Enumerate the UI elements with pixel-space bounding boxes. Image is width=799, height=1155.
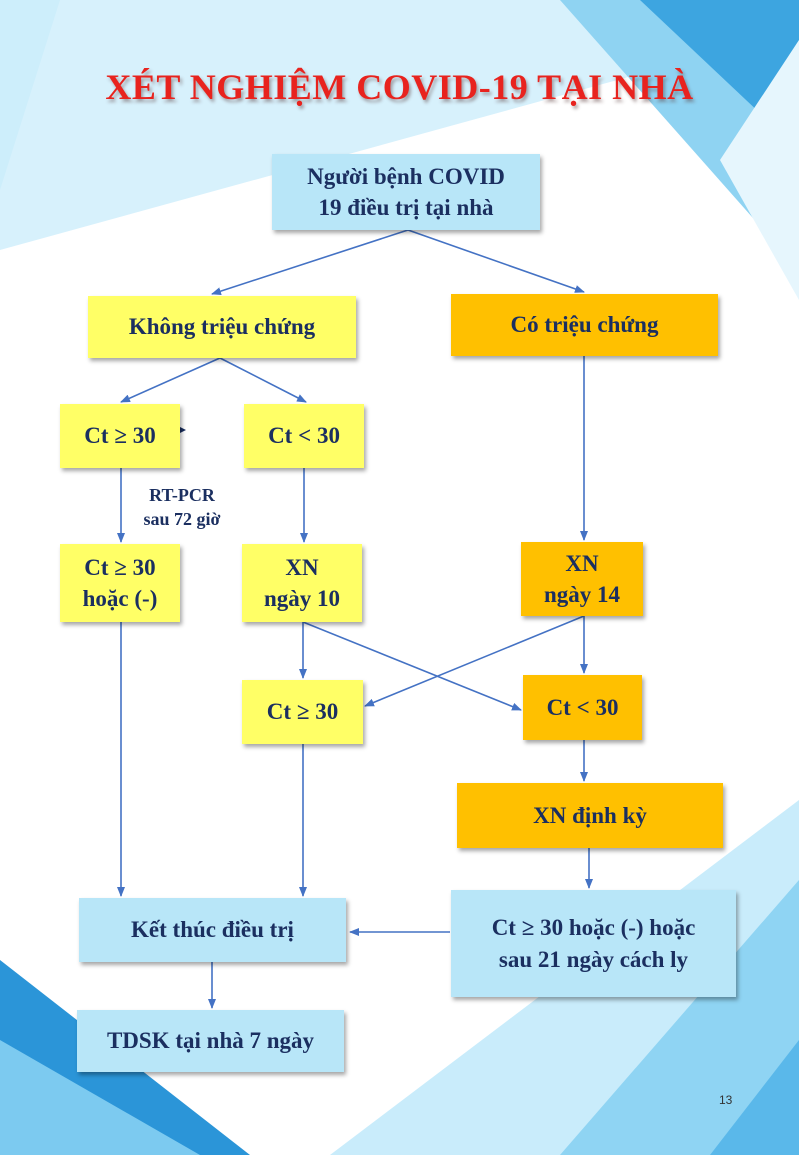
node-ct-ge-30-a: Ct ≥ 30 (60, 404, 180, 468)
node-final-condition-label: Ct ≥ 30 hoặc (-) hoặc sau 21 ngày cách l… (491, 915, 696, 972)
node-xn-day-14-label: XN ngày 14 (543, 550, 621, 607)
node-asymptomatic-label: Không triệu chứng (128, 314, 316, 340)
node-xn-day-10: XN ngày 10 (242, 544, 362, 622)
node-ct-lt-30-a: Ct < 30 (244, 404, 364, 468)
node-xn-day-10-label: XN ngày 10 (263, 554, 341, 611)
node-xn-periodic-label: XN định kỳ (533, 802, 647, 828)
node-ct-lt-30-b: Ct < 30 (523, 675, 642, 740)
node-home-monitoring-label: TDSK tại nhà 7 ngày (106, 1028, 315, 1054)
node-ct-ge-30-a-label: Ct ≥ 30 (84, 423, 156, 449)
node-xn-periodic: XN định kỳ (457, 783, 723, 848)
node-root-label: Người bệnh COVID 19 điều trị tại nhà (307, 163, 505, 220)
bg-bottom-right-mid (560, 880, 799, 1155)
node-ct-lt-30-a-label: Ct < 30 (268, 423, 340, 449)
node-ct-lt-30-b-label: Ct < 30 (546, 694, 619, 720)
node-asymptomatic: Không triệu chứng (88, 296, 356, 358)
node-home-monitoring: TDSK tại nhà 7 ngày (77, 1010, 344, 1072)
node-ct-ge-30-or-neg-label: Ct ≥ 30 hoặc (-) (82, 554, 158, 611)
node-xn-day-14: XN ngày 14 (521, 542, 643, 616)
node-final-condition: Ct ≥ 30 hoặc (-) hoặc sau 21 ngày cách l… (451, 890, 736, 997)
node-ct-ge-30-b-label: Ct ≥ 30 (266, 699, 339, 725)
bg-top-band (0, 0, 799, 250)
node-ct-ge-30-b: Ct ≥ 30 (242, 680, 363, 744)
bg-bottom-right-dark (710, 1040, 799, 1155)
page-title: XÉT NGHIỆM COVID-19 TẠI NHÀ (105, 67, 694, 107)
bg-right-light (720, 40, 799, 300)
rtpcr-note: RT-PCR sau 72 giờ (143, 485, 221, 530)
node-end-treatment-label: Kết thúc điều trị (131, 917, 294, 943)
node-symptomatic: Có triệu chứng (451, 294, 718, 356)
node-symptomatic-label: Có triệu chứng (510, 312, 659, 338)
bg-bottom-left-mid (0, 1040, 200, 1155)
node-end-treatment: Kết thúc điều trị (79, 898, 346, 962)
node-root: Người bệnh COVID 19 điều trị tại nhà (272, 154, 540, 230)
node-ct-ge-30-or-neg: Ct ≥ 30 hoặc (-) (60, 544, 180, 622)
page-number: 13 (719, 1093, 733, 1107)
